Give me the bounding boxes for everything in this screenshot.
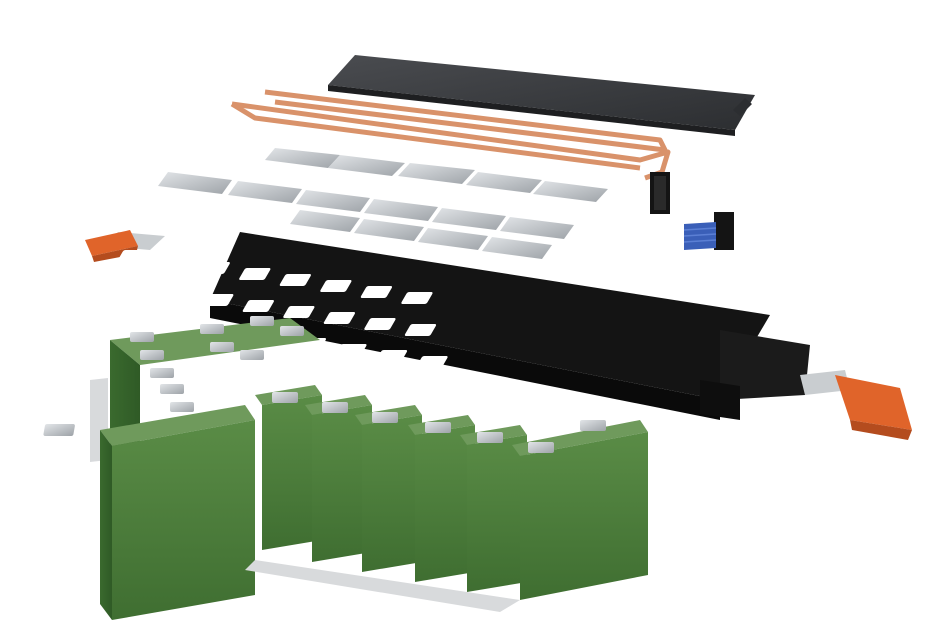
rear-cell-terminals xyxy=(130,316,304,412)
right-terminal-connector xyxy=(800,370,912,440)
sensing-connector xyxy=(650,172,670,214)
bottom-plate xyxy=(245,560,520,612)
cell-row-front xyxy=(255,385,648,600)
cell-holder-frame xyxy=(210,232,810,420)
busbars-upper xyxy=(158,148,608,259)
cover-plate xyxy=(328,55,755,136)
cell-front-left xyxy=(43,405,255,620)
frame-openings xyxy=(117,250,448,368)
ribbon-cable-connector xyxy=(683,212,734,250)
